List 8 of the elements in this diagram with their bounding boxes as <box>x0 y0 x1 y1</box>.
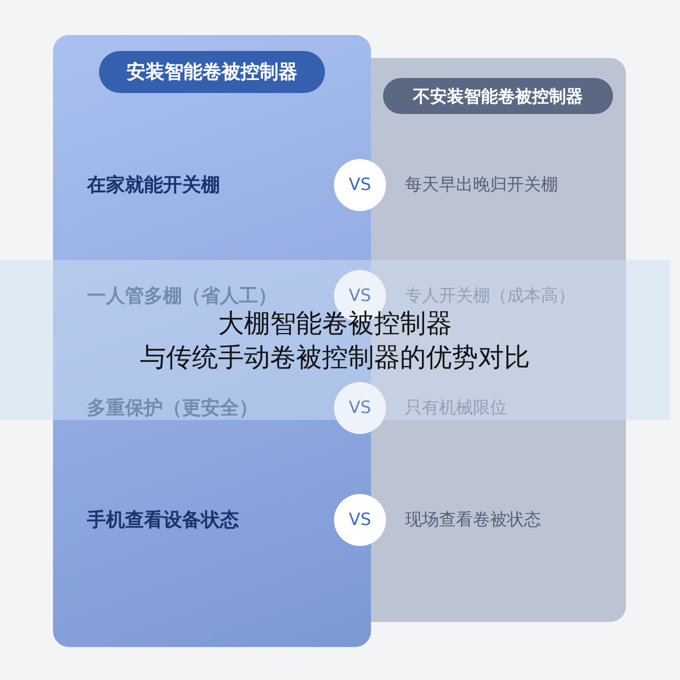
comparison-text: 一人管多棚（省人工） <box>87 284 277 308</box>
comparison-text: 在家就能开关棚 <box>87 173 220 197</box>
comparison-text: 现场查看卷被状态 <box>405 509 541 532</box>
comparison-text: 手机查看设备状态 <box>87 508 239 532</box>
comparison-text: 每天早出晚归开关棚 <box>405 174 558 197</box>
header-pill: 不安装智能卷被控制器 <box>383 78 613 114</box>
header-pill: 安装智能卷被控制器 <box>99 51 325 93</box>
comparison-text: 多重保护（更安全） <box>87 396 258 420</box>
